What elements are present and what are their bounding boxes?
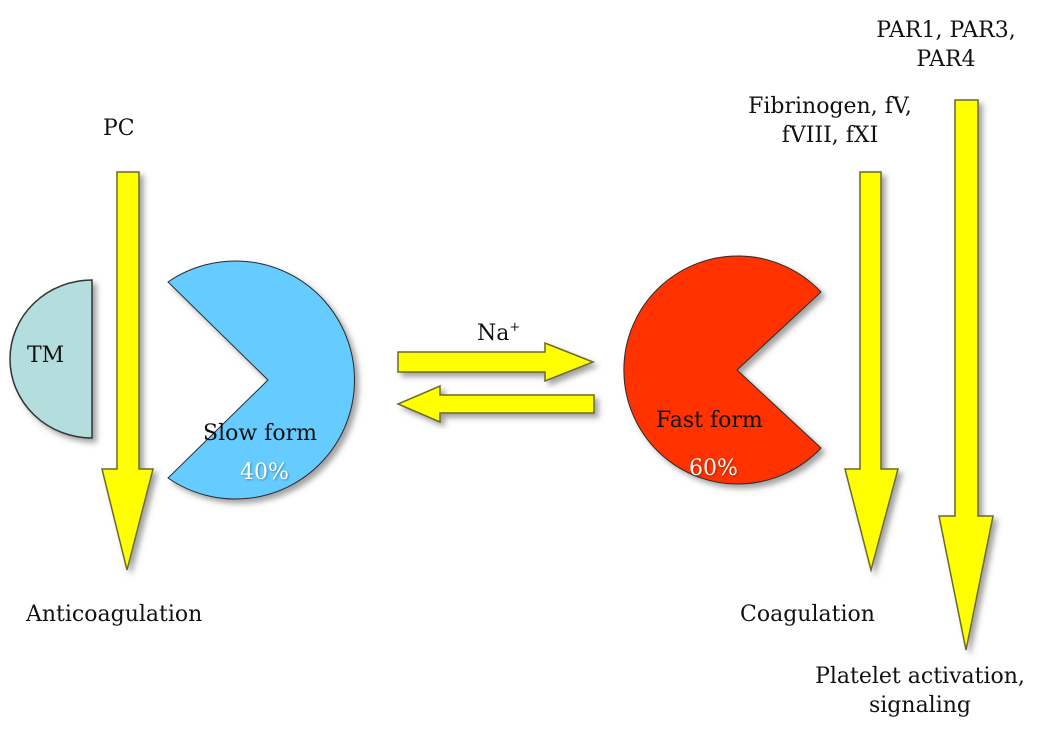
coagulation-factors-line-1: Fibrinogen, fV, bbox=[748, 94, 912, 119]
reverse-equilibrium-arrow bbox=[396, 384, 595, 424]
fast-form-label: Fast form bbox=[656, 408, 763, 433]
par-receptors-line-2: PAR4 bbox=[916, 47, 976, 72]
platelet-activation-line-1: Platelet activation, bbox=[815, 664, 1025, 689]
pc-down-arrow bbox=[101, 171, 154, 571]
tm-label: TM bbox=[27, 343, 65, 368]
coagulation-label: Coagulation bbox=[740, 602, 875, 627]
pc-label: PC bbox=[103, 116, 135, 141]
coagulation-factors-label: Fibrinogen, fV, fVIII, fXI bbox=[726, 92, 934, 150]
fast-form-shape bbox=[623, 255, 822, 485]
slow-form-shape bbox=[167, 260, 355, 500]
sodium-charge: + bbox=[509, 320, 521, 335]
sodium-symbol: Na bbox=[477, 321, 510, 346]
coagulation-factors-line-2: fVIII, fXI bbox=[781, 123, 879, 148]
platelet-activation-line-2: signaling bbox=[868, 693, 972, 718]
fast-form-percent: 60% bbox=[689, 456, 738, 481]
par-down-arrow bbox=[938, 99, 994, 651]
slow-form-percent: 40% bbox=[240, 460, 289, 485]
sodium-label: Na+ bbox=[477, 313, 520, 348]
tm-shape bbox=[9, 279, 93, 439]
slow-form-label: Slow form bbox=[203, 421, 317, 446]
anticoagulation-label: Anticoagulation bbox=[26, 602, 203, 627]
forward-equilibrium-arrow bbox=[397, 341, 596, 383]
platelet-activation-label: Platelet activation, signaling bbox=[796, 662, 1044, 720]
par-receptors-label: PAR1, PAR3, PAR4 bbox=[858, 16, 1034, 74]
fibrinogen-down-arrow bbox=[844, 171, 899, 573]
par-receptors-line-1: PAR1, PAR3, bbox=[876, 18, 1016, 43]
